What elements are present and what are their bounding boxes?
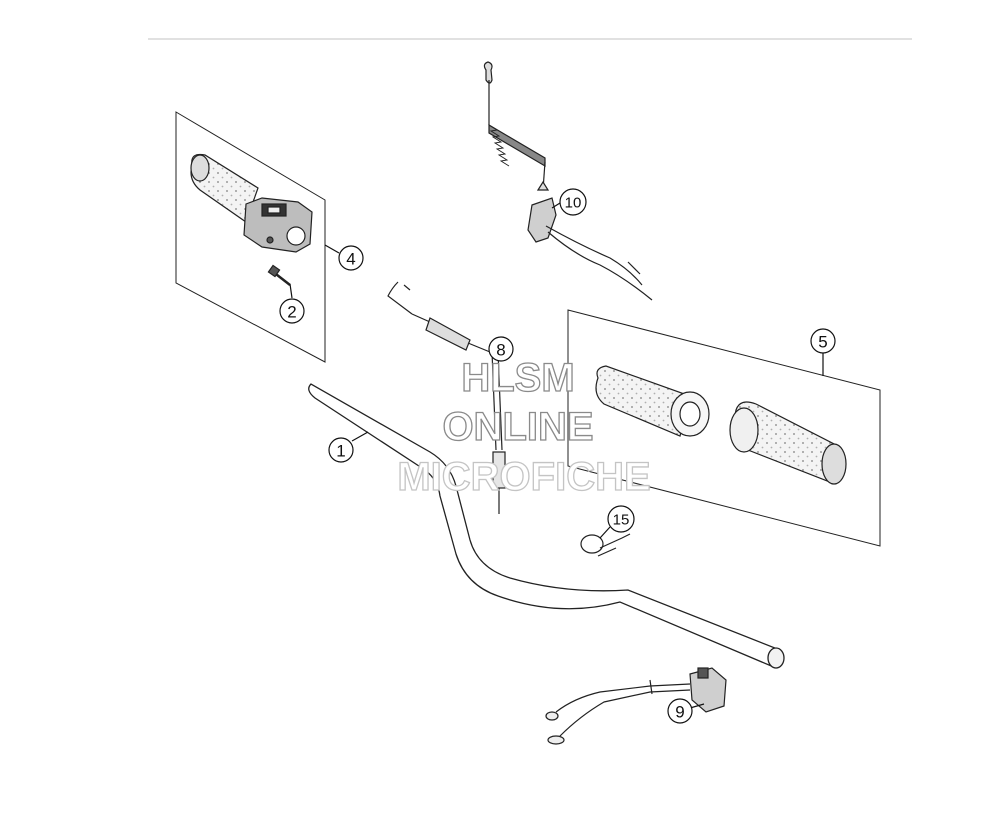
callout-numbers: 1 2 4 5 8 9 10 15 [287,195,827,722]
watermark-line-2: ONLINE [442,405,593,449]
grips-panel [567,309,881,547]
cable-tie-part-15[interactable] [580,533,631,557]
callout-5-circle [810,328,836,354]
callout-1-circle [328,437,354,463]
watermark-line-1: HLSM [461,356,574,400]
callout-4-circle [338,245,364,271]
throttle-grip-group [175,111,326,363]
callout-4: 4 [346,250,355,269]
throttle-grip-panel [175,111,326,363]
callout-5: 5 [818,333,827,352]
callouts [279,188,836,724]
callout-1: 1 [336,442,345,461]
switch-part-9[interactable] [545,667,727,745]
callout-9: 9 [675,703,684,722]
handlebar-part-1[interactable] [308,383,785,669]
callout-2-circle [279,298,305,324]
callout-10-circle [559,188,587,216]
bolt-part-2[interactable] [267,264,291,286]
callout-9-circle [667,698,693,724]
grips-group [567,309,881,547]
callout-15: 15 [613,512,630,529]
kill-switch-lanyard-group [483,61,653,301]
watermark: HLSM ONLINE MICROFICHE [397,355,652,499]
callout-10: 10 [565,195,582,212]
callout-8-circle [488,336,514,362]
cable-part-8[interactable] [387,281,506,514]
callout-2: 2 [287,303,296,322]
kill-switch[interactable] [527,197,557,243]
callout-8: 8 [496,341,505,360]
watermark-line-3: MICROFICHE [397,455,650,499]
callout-15-circle [607,505,635,533]
